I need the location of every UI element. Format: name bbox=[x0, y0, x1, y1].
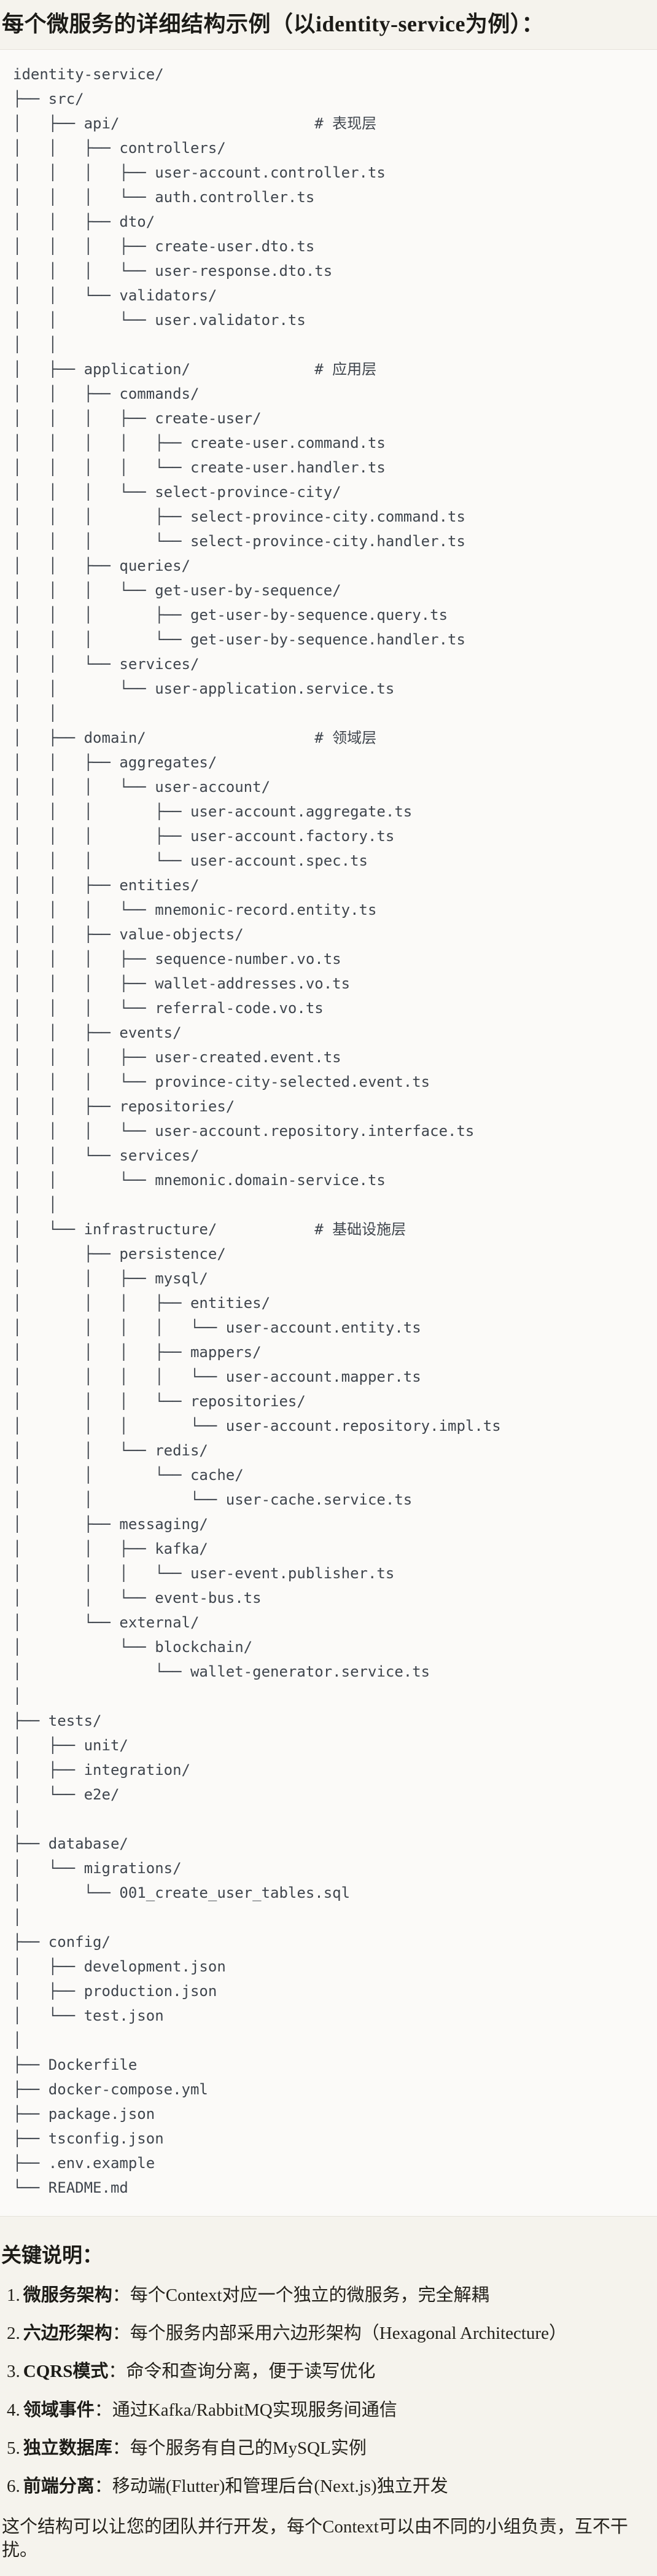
note-text: ：每个服务内部采用六边形架构（Hexagonal Architecture） bbox=[112, 2323, 567, 2344]
closing-paragraph: 这个结构可以让您的团队并行开发，每个Context可以由不同的小组负责，互不干扰… bbox=[2, 2517, 628, 2560]
note-number: 2. bbox=[7, 2323, 20, 2344]
notes-section: 关键说明： 1.微服务架构：每个Context对应一个独立的微服务，完全解耦 2… bbox=[0, 2239, 657, 2566]
note-label: 独立数据库 bbox=[23, 2438, 112, 2458]
note-text: ：移动端(Flutter)和管理后台(Next.js)独立开发 bbox=[94, 2476, 448, 2497]
note-number: 3. bbox=[7, 2362, 20, 2382]
note-label: 六边形架构 bbox=[23, 2323, 112, 2344]
note-item: 5.独立数据库：每个服务有自己的MySQL实例 bbox=[7, 2437, 653, 2459]
note-number: 4. bbox=[7, 2400, 20, 2420]
code-block: identity-service/ ├── src/ │ ├── api/ # … bbox=[0, 49, 657, 2217]
note-number: 6. bbox=[7, 2476, 20, 2497]
note-number: 1. bbox=[7, 2285, 20, 2305]
note-text: ：通过Kafka/RabbitMQ实现服务间通信 bbox=[94, 2400, 397, 2420]
note-text: ：每个Context对应一个独立的微服务，完全解耦 bbox=[112, 2285, 489, 2305]
note-number: 5. bbox=[7, 2438, 20, 2458]
directory-tree: identity-service/ ├── src/ │ ├── api/ # … bbox=[13, 65, 501, 2196]
note-item: 6.前端分离：移动端(Flutter)和管理后台(Next.js)独立开发 bbox=[7, 2475, 653, 2497]
note-item: 4.领域事件：通过Kafka/RabbitMQ实现服务间通信 bbox=[7, 2399, 653, 2421]
note-item: 1.微服务架构：每个Context对应一个独立的微服务，完全解耦 bbox=[7, 2284, 653, 2306]
note-label: 领域事件 bbox=[23, 2400, 95, 2420]
note-label: 微服务架构 bbox=[23, 2285, 112, 2305]
note-label: 前端分离 bbox=[23, 2476, 95, 2497]
note-item: 2.六边形架构：每个服务内部采用六边形架构（Hexagonal Architec… bbox=[7, 2322, 653, 2344]
notes-heading: 关键说明： bbox=[1, 2244, 103, 2267]
note-text: ：命令和查询分离，便于读写优化 bbox=[108, 2362, 376, 2382]
note-text: ：每个服务有自己的MySQL实例 bbox=[112, 2438, 367, 2458]
note-label: CQRS模式 bbox=[23, 2362, 109, 2382]
page-title: 每个微服务的详细结构示例（以identity-service为例）： bbox=[2, 12, 544, 36]
note-item: 3.CQRS模式：命令和查询分离，便于读写优化 bbox=[7, 2360, 653, 2382]
